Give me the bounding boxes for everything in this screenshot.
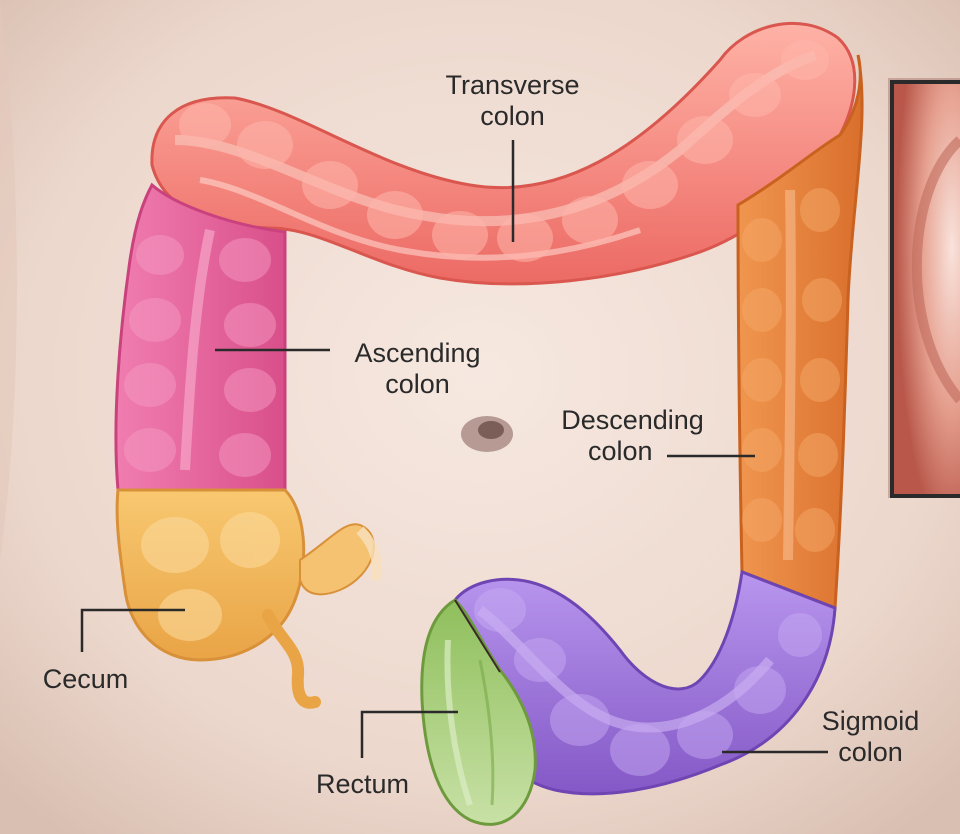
navel-center [478,421,504,439]
inset-photo-fold [911,136,960,404]
label-descending-line2: colon [588,436,653,466]
cecum [115,488,382,709]
label-descending-line1: Descending [561,405,704,435]
label-transverse-line2: colon [480,101,545,131]
label-transverse-colon: Transverse colon [420,70,605,132]
label-ascending-colon: Ascending colon [335,338,500,400]
label-cecum-line1: Cecum [42,664,129,694]
label-transverse-line1: Transverse [445,70,580,100]
label-sigmoid-line2: colon [838,737,903,767]
label-cecum: Cecum [28,664,143,695]
torso-left-shadow [0,0,17,560]
label-rectum-line1: Rectum [315,769,410,799]
leader-lines [80,140,828,758]
sigmoid-colon [453,569,837,796]
label-sigmoid-colon: Sigmoid colon [808,706,933,768]
label-ascending-line2: colon [385,369,450,399]
transverse-colon [150,21,857,286]
leader-rectum [360,710,458,758]
ascending-colon [114,182,287,492]
label-rectum: Rectum [300,769,425,800]
leader-cecum [80,608,185,652]
label-descending-colon: Descending colon [540,405,725,467]
label-sigmoid-line1: Sigmoid [821,706,920,736]
label-ascending-line1: Ascending [354,338,481,368]
descending-colon [736,54,864,611]
rectum [420,598,537,826]
